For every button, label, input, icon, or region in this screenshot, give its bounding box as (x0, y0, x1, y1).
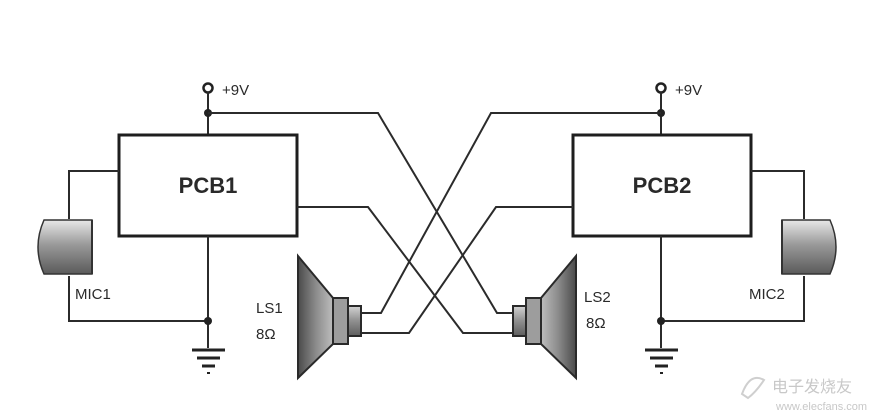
mic2-icon (781, 219, 837, 275)
pcb1-label: PCB1 (179, 173, 238, 198)
watermark-url: www.elecfans.com (775, 401, 867, 413)
wire-right-supply-to-ls1 (361, 112, 661, 314)
left-circuit: +9V PCB1 MIC1 LS1 8Ω (37, 82, 362, 381)
wire-left-supply-to-ls2 (208, 112, 513, 314)
pcb1-box (117, 133, 299, 238)
left-supply-terminal: +9V (202, 82, 249, 135)
mic1-top-wire (68, 170, 119, 219)
ls1-impedance: 8Ω (256, 326, 276, 343)
left-supply-label: +9V (222, 82, 249, 99)
ls1-speaker-icon (297, 253, 362, 381)
mic2-bottom-wire (661, 276, 805, 322)
mic1-icon (37, 219, 93, 275)
right-supply-terminal: +9V (655, 82, 702, 135)
ls2-speaker-icon (512, 253, 577, 381)
watermark-logo: 电子发烧友 (740, 376, 852, 400)
mic2-top-wire (751, 170, 805, 219)
ls2-label: LS2 (584, 289, 611, 306)
wire-pcb1-out-to-ls2 (297, 206, 513, 334)
mic1-bottom-wire (68, 276, 208, 322)
right-supply-label: +9V (675, 82, 702, 99)
mic1-label: MIC1 (75, 286, 111, 303)
mic2-label: MIC2 (749, 286, 785, 303)
ls1-label: LS1 (256, 300, 283, 317)
ls2-impedance: 8Ω (586, 315, 606, 332)
cross-wiring (208, 112, 661, 334)
pcb2-label: PCB2 (633, 173, 692, 198)
watermark: 电子发烧友 www.elecfans.com (740, 376, 867, 413)
pcb2-box (571, 133, 753, 238)
watermark-cn-text: 电子发烧友 (772, 378, 852, 396)
right-ground-icon (645, 348, 678, 374)
left-ground-icon (192, 348, 225, 374)
wire-pcb2-out-to-ls1 (361, 206, 573, 334)
right-circuit: +9V PCB2 MIC2 LS2 8Ω (512, 82, 837, 381)
